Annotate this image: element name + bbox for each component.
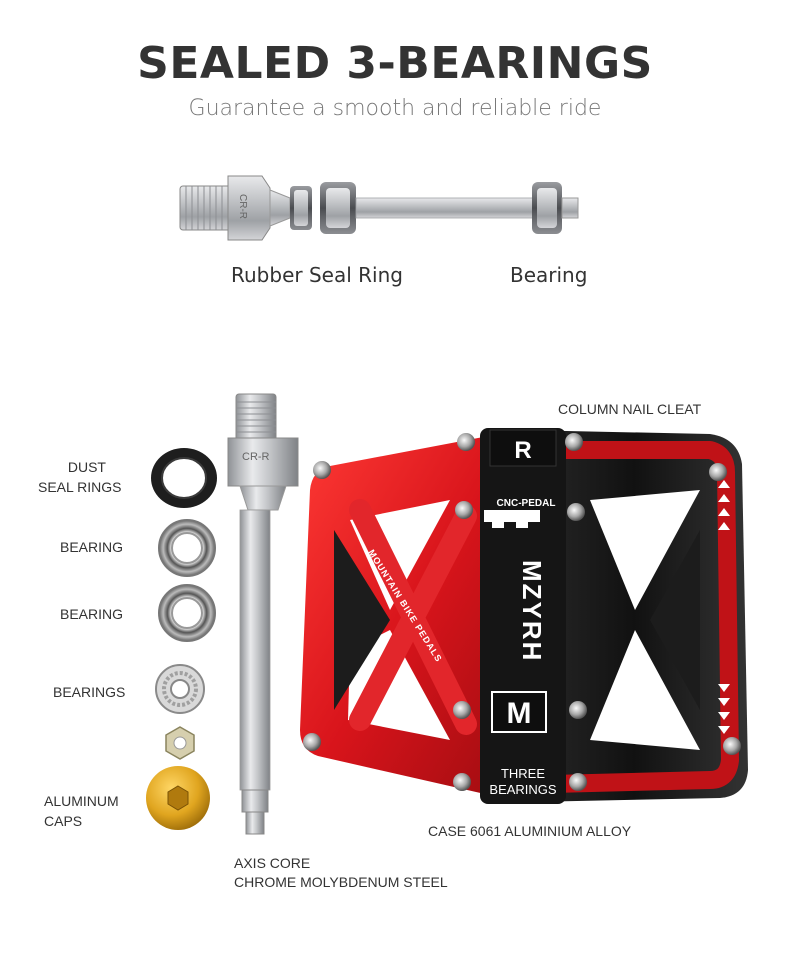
pedal-image: R CNC-PEDAL MZYRH M THREE BEARINGS MOUNT… — [300, 428, 748, 804]
bearing-2-label: BEARING — [60, 606, 124, 622]
dust-seal-label: DUST — [20, 457, 106, 477]
axis-line1: AXIS CORE — [234, 855, 311, 871]
aluminum-cap-image — [146, 766, 210, 830]
pedal-chevrons-bottom — [718, 684, 730, 734]
axis-line2: CHROME MOLYBDENUM STEEL — [234, 874, 448, 890]
bearing-2-image — [158, 584, 216, 642]
bearing-1-image — [158, 519, 216, 577]
seal-ring-label: Rubber Seal Ring — [231, 263, 403, 287]
caps-line2: CAPS — [44, 813, 83, 829]
bearing-1-label: BEARING — [60, 539, 124, 555]
small-bearing-image — [155, 664, 205, 714]
pedal-r-mark: R — [514, 437, 531, 464]
case-label: CASE 6061 ALUMINIUM ALLOY — [428, 823, 632, 839]
bearings-label: BEARINGS — [53, 684, 126, 700]
pedal-three-line1: THREE — [501, 766, 545, 781]
page-title: SEALED 3-BEARINGS — [137, 38, 653, 89]
page-subtitle: Guarantee a smooth and reliable ride — [188, 96, 602, 121]
axle-top-image: CR-R — [179, 175, 579, 241]
axle-stamp-vertical: CR-R — [242, 451, 270, 463]
pedal-cnc-text: CNC-PEDAL — [497, 498, 556, 509]
pedal-pins — [303, 433, 741, 791]
parts-stack — [146, 448, 217, 830]
pedal-chevrons-top — [718, 480, 730, 530]
pedal-m-logo: M — [507, 697, 532, 730]
pedal-brand: MZYRH — [517, 560, 547, 662]
cleat-label: COLUMN NAIL CLEAT — [558, 401, 702, 417]
axle-vertical-image: CR-R — [227, 393, 299, 835]
dust-seal-line1: DUST — [67, 459, 106, 475]
pedal-three-line2: BEARINGS — [489, 782, 557, 797]
bearing-label: Bearing — [510, 263, 588, 287]
dust-seal-ring — [151, 448, 217, 508]
lock-nut-image — [165, 726, 195, 760]
caps-line1: ALUMINUM — [44, 793, 119, 809]
axle-stamp-top: CR-R — [237, 194, 248, 219]
dust-seal-line2: SEAL RINGS — [38, 479, 122, 495]
